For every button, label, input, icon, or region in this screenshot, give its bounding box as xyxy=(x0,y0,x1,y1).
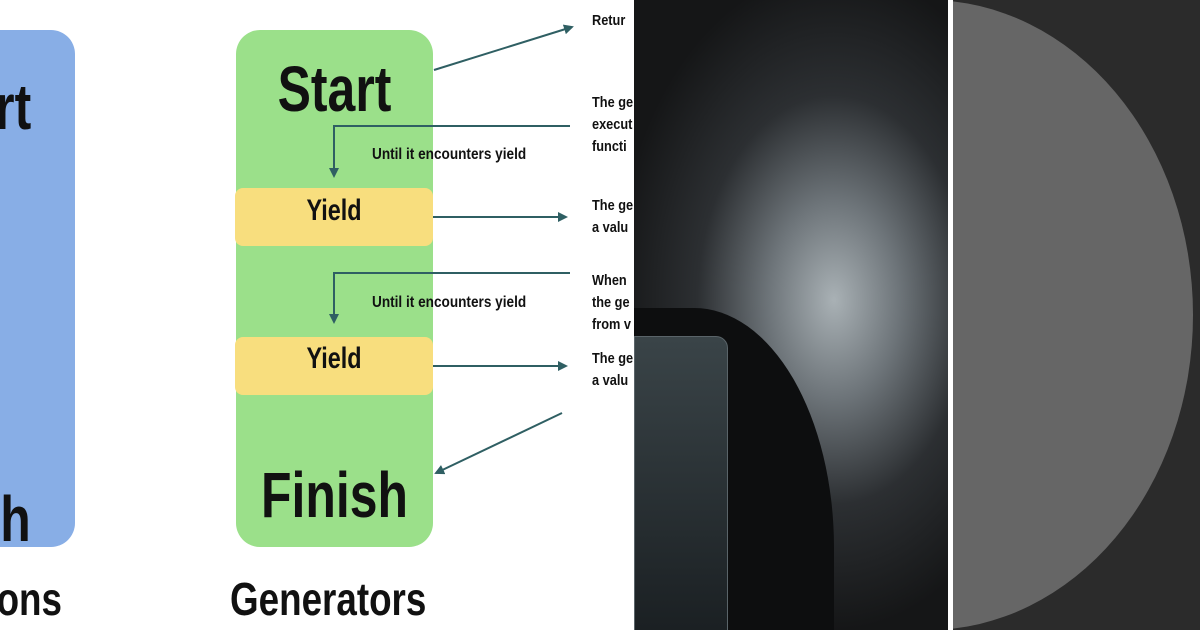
generators-start-label: Start xyxy=(277,53,392,125)
note-line: a valu xyxy=(592,372,629,389)
note-line: from v xyxy=(592,316,631,333)
note-line: Retur xyxy=(592,12,626,29)
diagram-panel: rt sh ons Start Yield Yield Finish Until… xyxy=(0,10,634,625)
photo-panel xyxy=(634,0,948,630)
note-yield-value-2: The ge a valu xyxy=(592,348,633,392)
note-line: a valu xyxy=(592,219,629,236)
functions-box: rt sh xyxy=(0,30,75,555)
note-when: When the ge from v xyxy=(592,270,631,336)
functions-caption: ons xyxy=(0,573,62,625)
note-return: Retur xyxy=(592,10,625,32)
note-line: functi xyxy=(592,138,627,155)
note-line: The ge xyxy=(592,350,634,367)
arrow-start-to-return xyxy=(433,24,574,71)
arrows-layer xyxy=(329,24,574,475)
panel-divider xyxy=(948,0,953,630)
gray-circle xyxy=(953,0,1193,630)
note-line: the ge xyxy=(592,294,630,311)
generators-caption: Generators xyxy=(230,573,427,625)
note-yield-value-1: The ge a valu xyxy=(592,195,633,239)
arrow-resume-1 xyxy=(329,125,570,178)
note-line: When xyxy=(592,272,627,289)
circle-panel xyxy=(953,0,1200,630)
arrow-resume-2 xyxy=(329,272,570,324)
yield-box-1 xyxy=(235,188,433,246)
yield-box-2 xyxy=(235,337,433,395)
arrow-return-to-finish xyxy=(434,412,563,475)
yield-label-1: Yield xyxy=(306,194,362,227)
until-label-1: Until it encounters yield xyxy=(372,146,527,163)
note-execution: The ge execut functi xyxy=(592,92,633,158)
functions-start-label: rt xyxy=(0,71,31,143)
note-line: The ge xyxy=(592,94,634,111)
note-line: The ge xyxy=(592,197,634,214)
functions-finish-label: sh xyxy=(0,483,31,555)
laptop-image xyxy=(634,336,728,630)
generators-finish-label: Finish xyxy=(261,459,408,531)
yield-label-2: Yield xyxy=(306,342,362,375)
note-line: execut xyxy=(592,116,633,133)
until-label-2: Until it encounters yield xyxy=(372,294,527,311)
